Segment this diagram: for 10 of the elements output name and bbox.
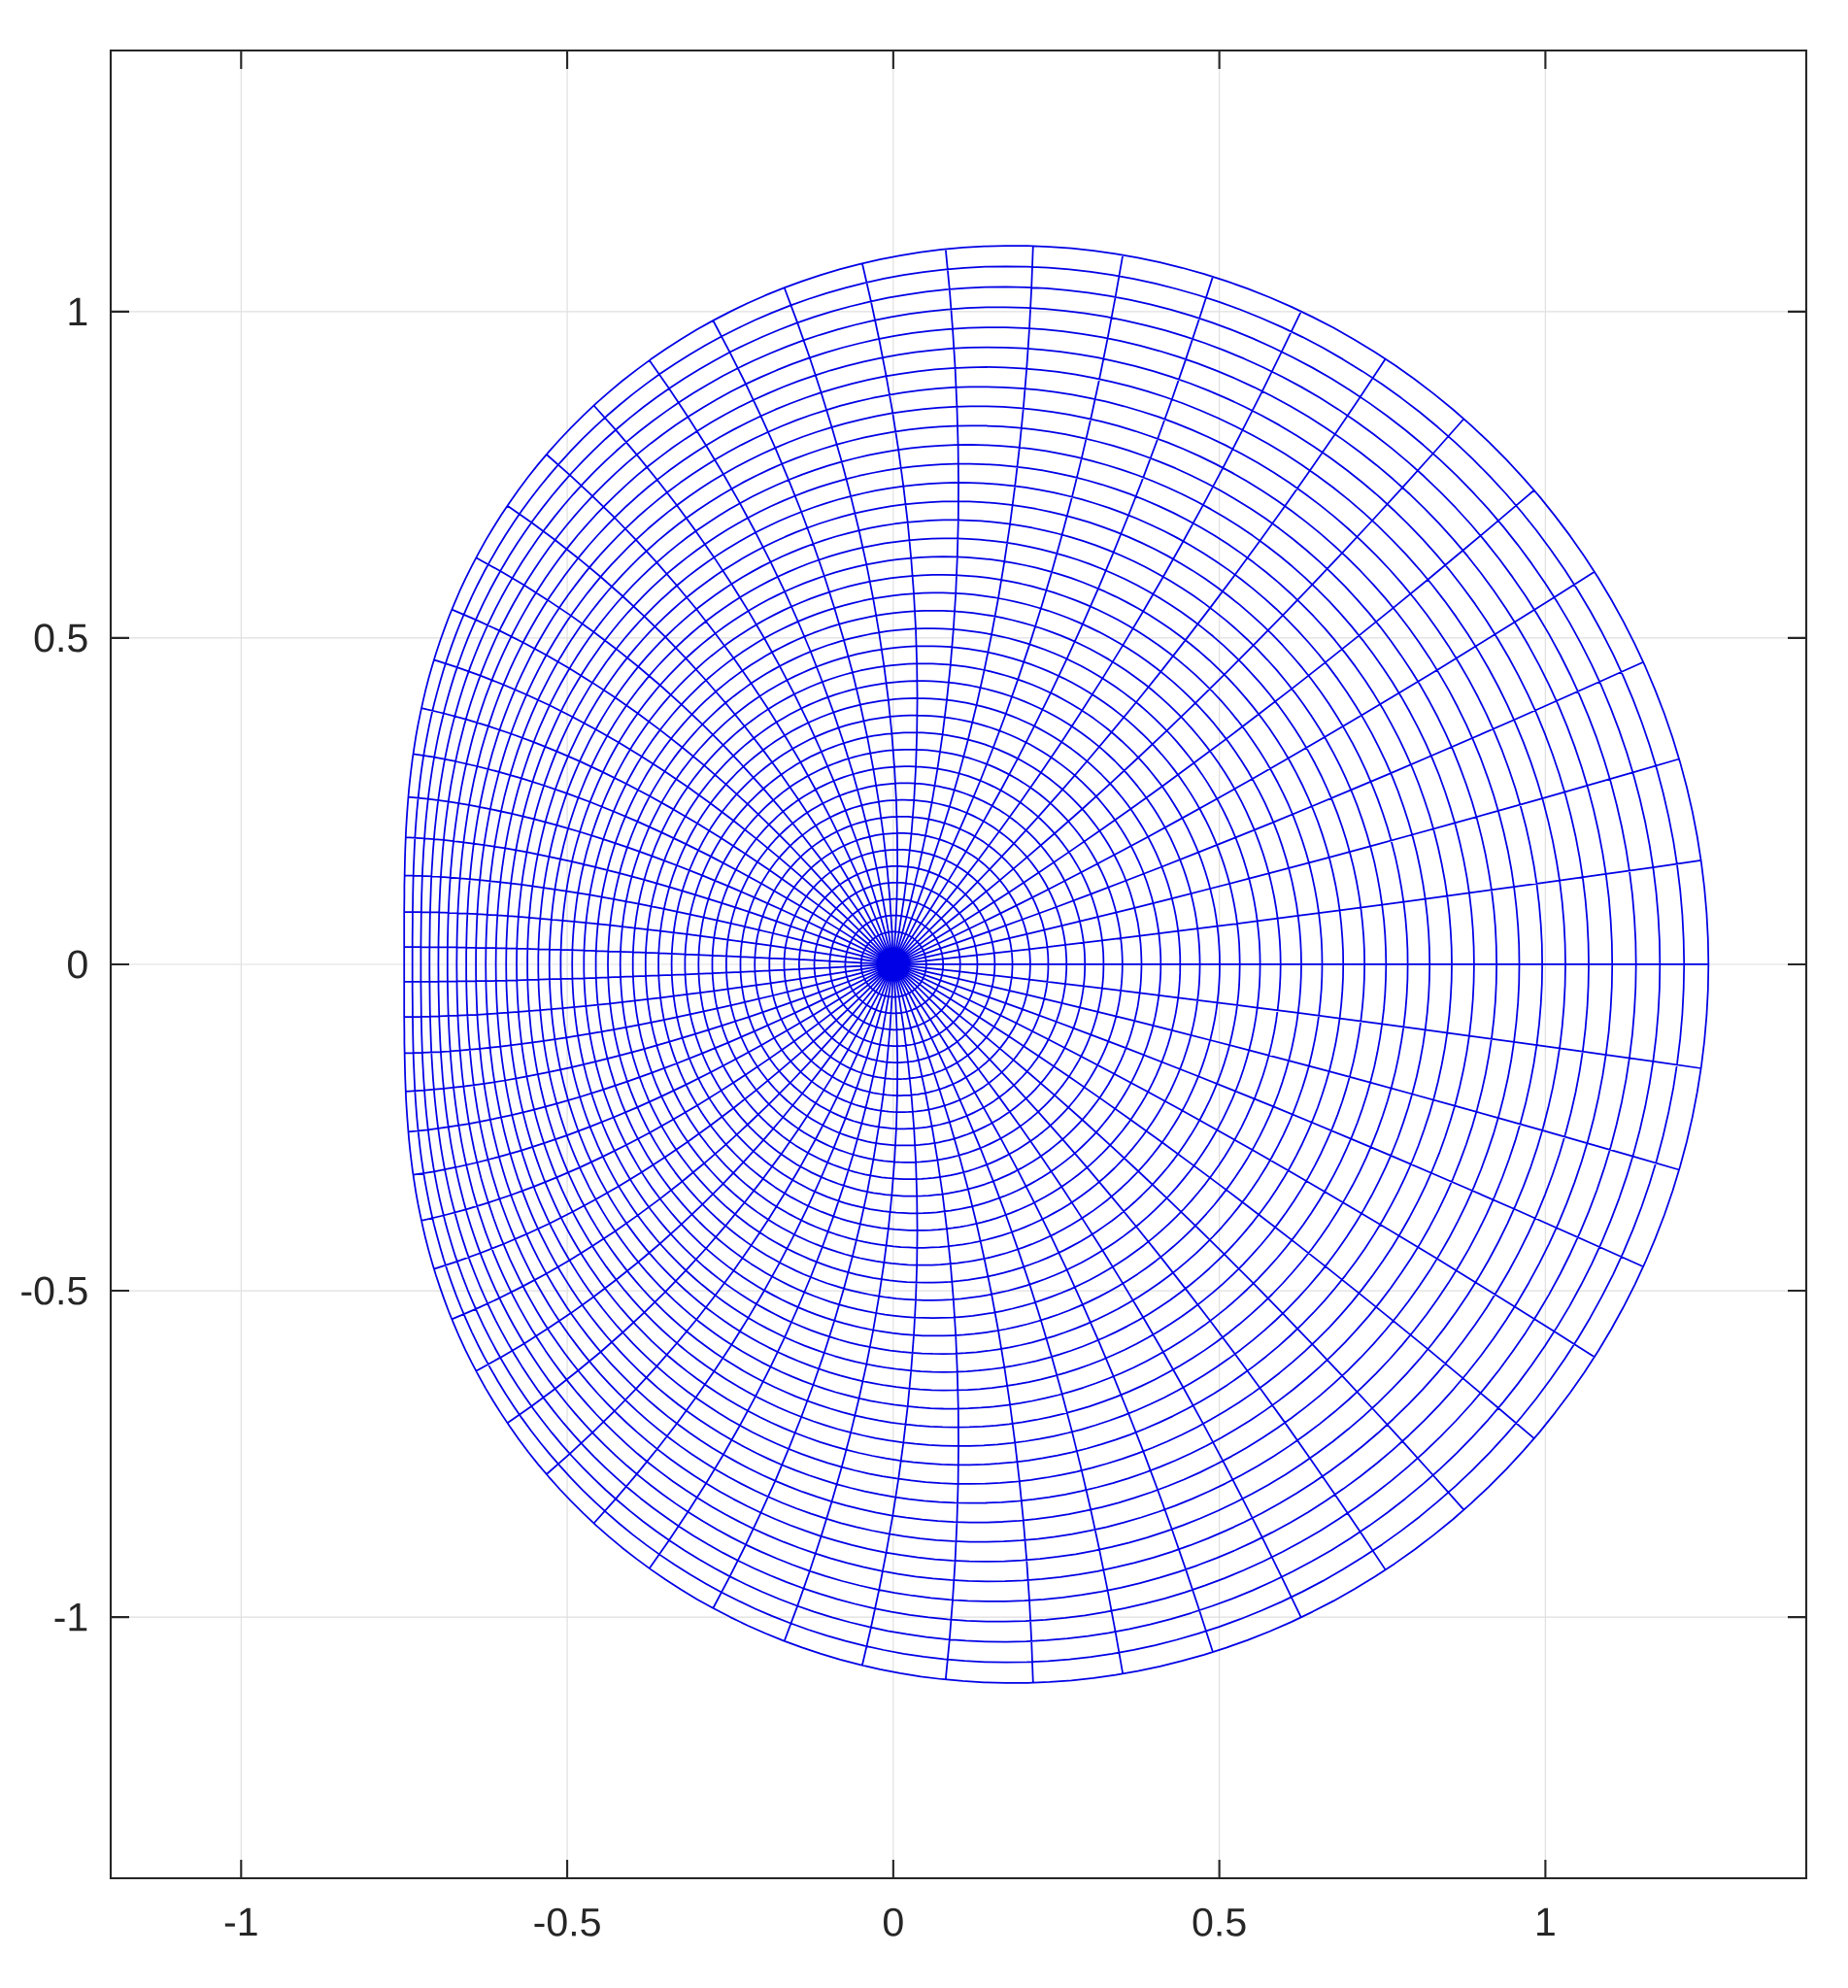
- x-tick-label: -1: [224, 1907, 257, 1936]
- x-tick-label: 0: [884, 1907, 903, 1937]
- y-tick-label: 0.5: [34, 623, 87, 653]
- y-tick-label: 1: [69, 297, 87, 325]
- y-tick-label: -1: [54, 1603, 87, 1632]
- x-tick-label: 0.5: [1193, 1907, 1246, 1937]
- y-tick-label: 0: [68, 950, 87, 979]
- x-tick-label: -0.5: [534, 1907, 600, 1937]
- x-tick-label: 1: [1537, 1907, 1555, 1936]
- y-tick-label: -0.5: [21, 1276, 87, 1305]
